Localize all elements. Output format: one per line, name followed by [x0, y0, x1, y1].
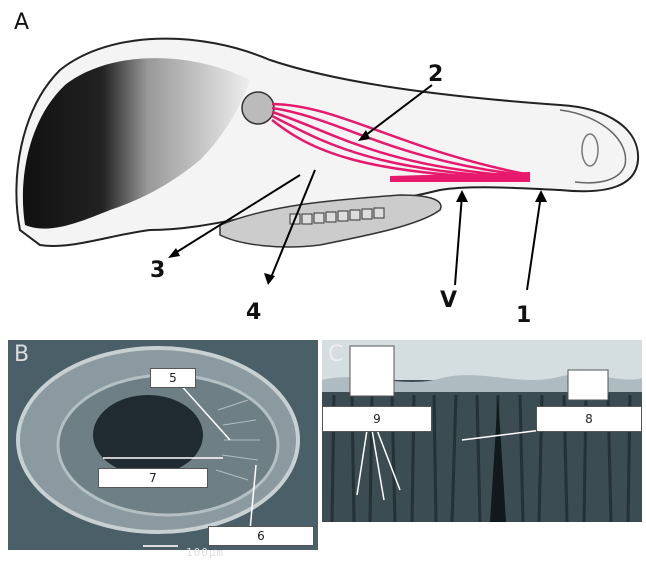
arrowhead-v — [456, 190, 468, 202]
label-3: 3 — [150, 258, 165, 283]
skull-illustration — [0, 0, 646, 330]
label-2: 2 — [428, 62, 443, 87]
inset-right — [568, 370, 608, 400]
label-5-box: 5 — [150, 368, 196, 388]
panel-a-letter: A — [14, 10, 29, 35]
pointer-8 — [462, 430, 542, 440]
panel-c-letter: C — [328, 342, 343, 367]
scale-bar-label: 100μm — [186, 546, 224, 559]
arrow-v — [455, 195, 462, 285]
olfactory-bulb — [242, 92, 274, 124]
arrow-1 — [527, 195, 541, 290]
label-7-box: 7 — [98, 468, 208, 488]
label-4: 4 — [246, 300, 261, 325]
inset-left — [350, 346, 394, 396]
lumen — [93, 395, 203, 475]
arrowhead-3 — [168, 248, 180, 258]
pointer-9a — [372, 430, 384, 500]
label-8-box: 8 — [536, 406, 642, 432]
pointer-9c — [357, 430, 367, 495]
label-6-box: 6 — [208, 526, 314, 546]
label-v: V — [440, 288, 457, 313]
arrowhead-1 — [535, 190, 547, 202]
panel-b-letter: B — [14, 342, 29, 367]
label-9-box: 9 — [322, 406, 432, 432]
label-1: 1 — [516, 303, 531, 328]
arrowhead-4 — [264, 273, 275, 285]
